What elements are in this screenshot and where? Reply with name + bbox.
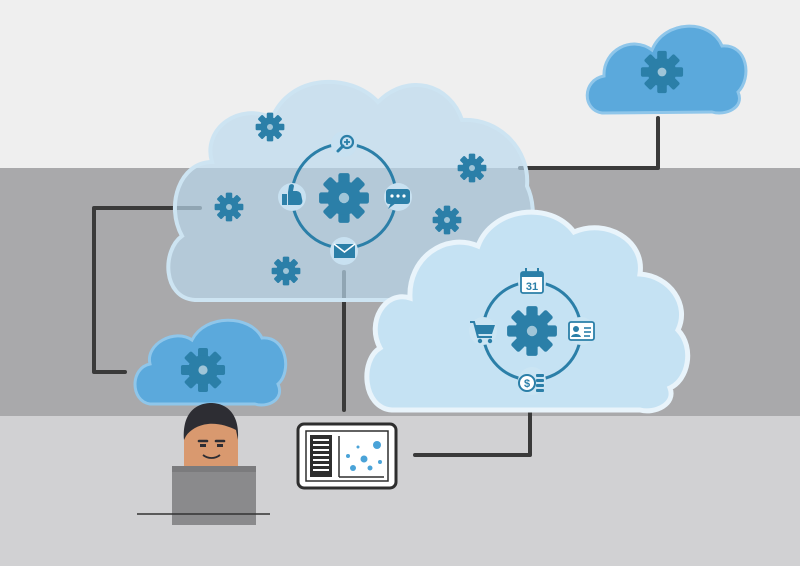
gear-icon (271, 256, 301, 286)
connector-bottom-right (413, 393, 532, 457)
svg-text:$: $ (524, 378, 530, 390)
dollar-coins-icon: $ (518, 367, 546, 395)
calendar-icon: 31 (518, 268, 546, 296)
gear-icon (180, 347, 226, 393)
laptop (172, 466, 256, 525)
zoom-in-icon (331, 131, 357, 157)
background-band-bottom (0, 416, 800, 566)
gear-icon (255, 112, 285, 142)
person-avatar (183, 403, 239, 470)
thumbs-up-icon (278, 183, 306, 211)
hair (183, 403, 239, 440)
connector-top-right (518, 116, 660, 170)
gear-icon (640, 50, 684, 94)
connector-lines (92, 116, 660, 457)
gear-icon (432, 205, 462, 235)
connector-left (92, 206, 202, 374)
calendar-day-label: 31 (526, 281, 538, 293)
gear-icon (214, 192, 244, 222)
gear-icon (319, 173, 369, 223)
shopping-cart-icon (469, 317, 497, 345)
envelope-icon (330, 237, 358, 265)
tablet-dashboard (296, 422, 398, 490)
id-card-icon (567, 317, 595, 345)
scatter-dots (346, 441, 382, 471)
gear-icon (507, 306, 557, 356)
chat-bubble-icon (384, 183, 412, 211)
gear-icon (457, 153, 487, 183)
